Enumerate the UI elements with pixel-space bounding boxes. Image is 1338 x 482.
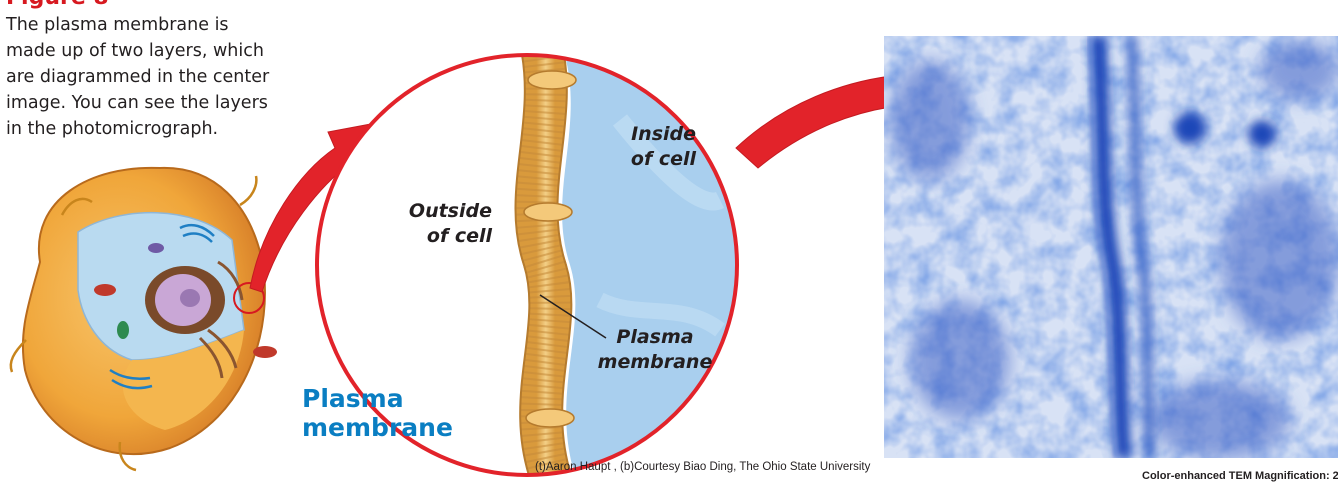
cell-label-line: Plasma — [302, 384, 453, 413]
tem-micrograph — [884, 36, 1338, 460]
outside-label-line: Outside — [396, 199, 492, 224]
cell-label-line: membrane — [302, 413, 453, 442]
photo-credit: (t)Aaron Haupt , (b)Courtesy Biao Ding, … — [535, 461, 870, 473]
membrane-label-line: membrane — [594, 350, 716, 375]
outside-label-line: of cell — [396, 224, 492, 249]
membrane-label-line: Plasma — [594, 325, 716, 350]
outside-of-cell-label: Outside of cell — [396, 199, 492, 249]
cell-illustration — [11, 168, 277, 470]
inside-label-line: of cell — [600, 147, 696, 172]
inside-label-line: Inside — [600, 122, 696, 147]
plasma-membrane-cell-label: Plasma membrane — [302, 384, 453, 442]
plasma-membrane-diagram-label: Plasma membrane — [594, 325, 716, 375]
micrograph-caption: Color-enhanced TEM Magnification: 250,00… — [1142, 470, 1338, 482]
inside-of-cell-label: Inside of cell — [600, 122, 696, 172]
